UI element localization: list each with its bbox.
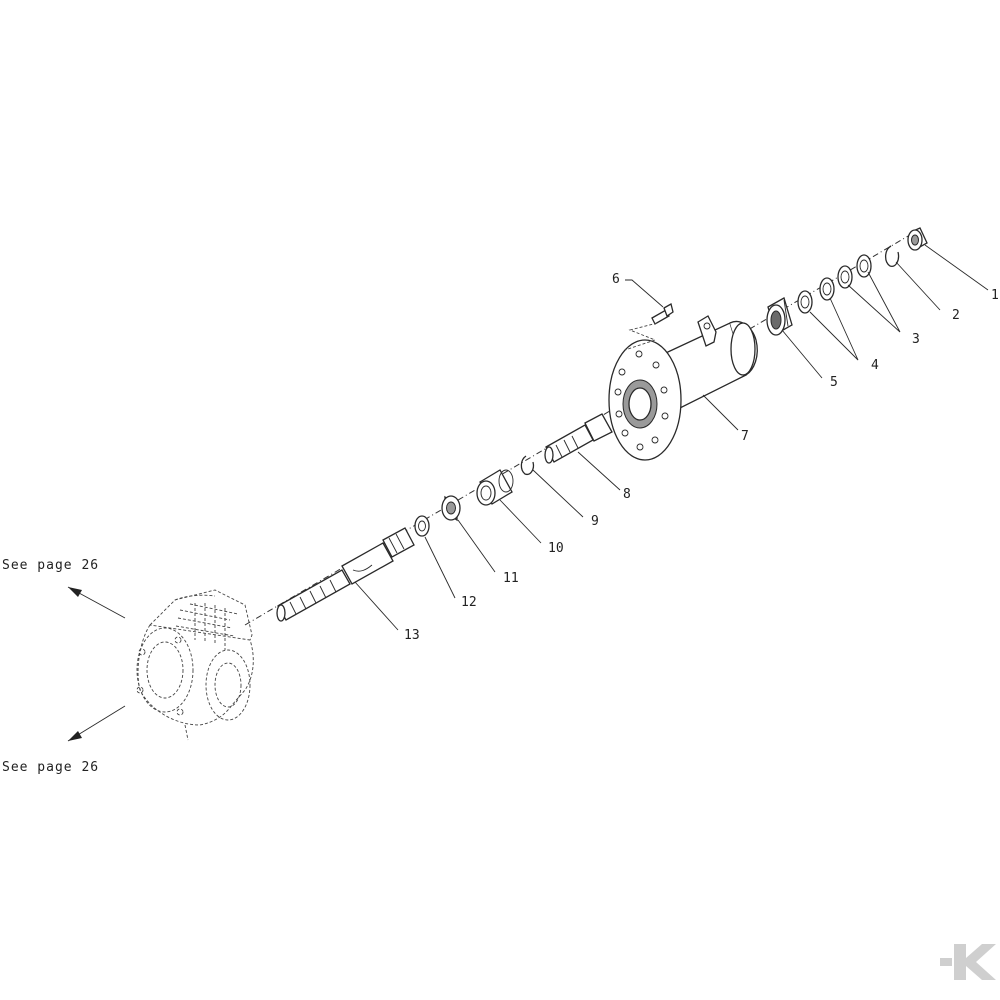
callout-5: 5: [830, 375, 838, 390]
callout-9: 9: [591, 514, 599, 529]
callout-6: 6: [612, 272, 620, 287]
reference-text-upper: See page 26: [2, 558, 99, 573]
callout-4: 4: [871, 358, 879, 373]
part-3-shims: [837, 254, 872, 289]
part-6-bolt: [624, 303, 674, 351]
callout-7: 7: [741, 429, 749, 444]
callout-10: 10: [548, 541, 564, 556]
callout-12: 12: [461, 595, 477, 610]
part-1-seal: [907, 227, 928, 251]
reference-text-lower: See page 26: [2, 760, 99, 775]
reference-arrow-upper: [67, 586, 126, 619]
callout-labels: 1 2 3 4 5 6 7 8 9 10 11 12 13: [404, 272, 999, 643]
callout-8: 8: [623, 487, 631, 502]
part-8-stub-shaft: [544, 413, 613, 464]
part-12-washer: [414, 515, 430, 537]
reference-arrow-lower: [67, 705, 126, 742]
callout-13: 13: [404, 628, 420, 643]
callout-2: 2: [952, 308, 960, 323]
callout-1: 1: [991, 288, 999, 303]
callout-11: 11: [503, 571, 519, 586]
part-13-splined-shaft: [276, 527, 415, 622]
part-9-circlip: [520, 455, 535, 476]
gearbox-housing: [136, 589, 254, 741]
part-11-bearing: [441, 495, 461, 522]
part-10-sleeve: [476, 469, 514, 506]
brand-logo: [940, 944, 996, 980]
part-7-flange-housing: [608, 315, 758, 461]
part-2-circlip: [884, 245, 900, 267]
part-5-bearing: [766, 297, 793, 336]
part-4-washers: [797, 277, 835, 314]
callout-3: 3: [912, 332, 920, 347]
callout-leaders: [354, 244, 989, 631]
